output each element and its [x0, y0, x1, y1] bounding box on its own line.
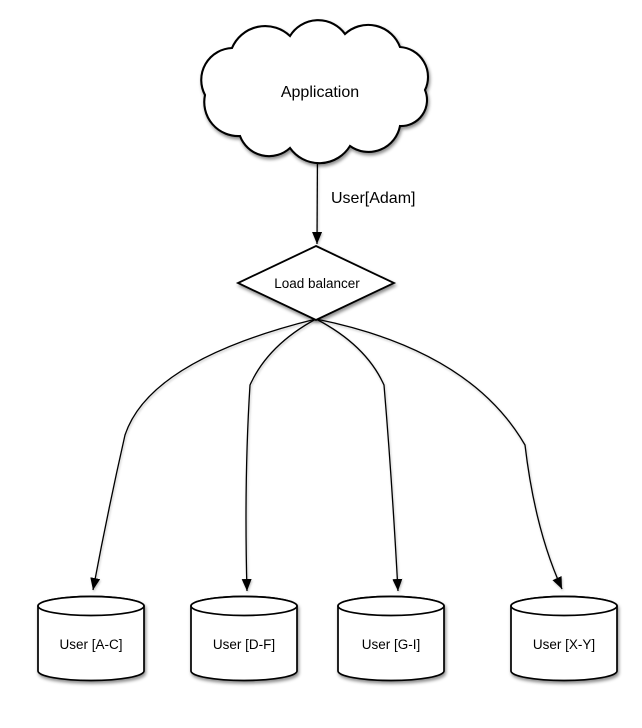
cylinder-top: [510, 595, 618, 617]
cylinder-top: [190, 595, 298, 617]
cloud-shape: [200, 19, 430, 165]
diamond-shape: [235, 245, 397, 321]
load-balancer-label: Load balancer: [274, 276, 360, 291]
db-x-y-label: User [X-Y]: [533, 637, 595, 652]
node-db-a-c: User [A-C]: [37, 595, 145, 682]
edge-lb-to-db-a-c: [90, 318, 317, 591]
application-label: Application: [281, 84, 359, 101]
edge-label-user-adam: User[Adam]: [331, 190, 415, 207]
edge-group: [90, 147, 563, 592]
db-d-f-label: User [D-F]: [213, 637, 275, 652]
edge-lb-to-db-g-i: [315, 318, 403, 592]
db-g-i-label: User [G-I]: [362, 637, 421, 652]
db-a-c-label: User [A-C]: [59, 637, 122, 652]
node-application: Application: [200, 19, 430, 165]
edge-lb-to-db-x-y: [315, 318, 563, 590]
node-db-x-y: User [X-Y]: [510, 595, 618, 682]
node-db-d-f: User [D-F]: [190, 595, 298, 682]
cylinder-top: [37, 595, 145, 617]
edge-lb-to-db-d-f: [241, 318, 317, 592]
node-db-g-i: User [G-I]: [337, 595, 445, 682]
node-load-balancer: Load balancer: [235, 245, 397, 321]
cylinder-top: [337, 595, 445, 617]
